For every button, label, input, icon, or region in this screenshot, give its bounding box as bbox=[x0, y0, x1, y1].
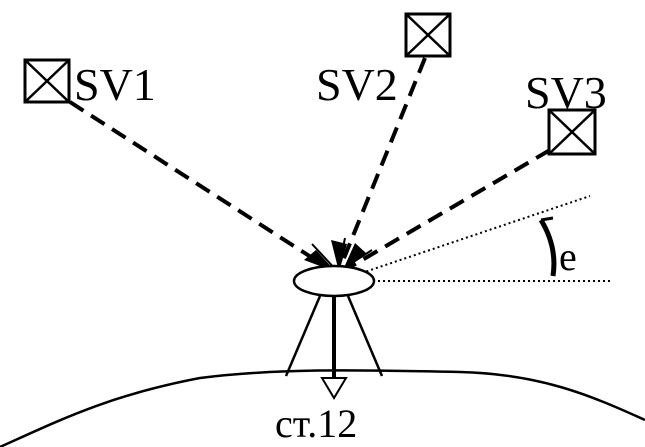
elevation-angle-arc bbox=[538, 218, 557, 277]
satellite-sv2: SV2 bbox=[316, 12, 452, 110]
satellite-sv3-label: SV3 bbox=[525, 67, 607, 118]
elevation-sight-line bbox=[337, 195, 591, 282]
signal-line-sv2 bbox=[338, 57, 427, 269]
elevation-angle-label: e bbox=[559, 234, 577, 279]
receiver-antenna bbox=[292, 264, 376, 298]
station-label: ст.12 bbox=[275, 401, 357, 446]
satellite-sv1-label: SV1 bbox=[74, 59, 156, 110]
satellite-sv1: SV1 bbox=[23, 58, 156, 110]
signal-line-sv1 bbox=[68, 100, 330, 270]
tripod bbox=[284, 295, 384, 380]
signal-line-sv3 bbox=[343, 148, 552, 272]
satellite-sv3: SV3 bbox=[525, 67, 607, 156]
satellite-sv2-label: SV2 bbox=[316, 59, 398, 110]
station-marker bbox=[320, 377, 348, 400]
ground-line bbox=[0, 369, 645, 447]
